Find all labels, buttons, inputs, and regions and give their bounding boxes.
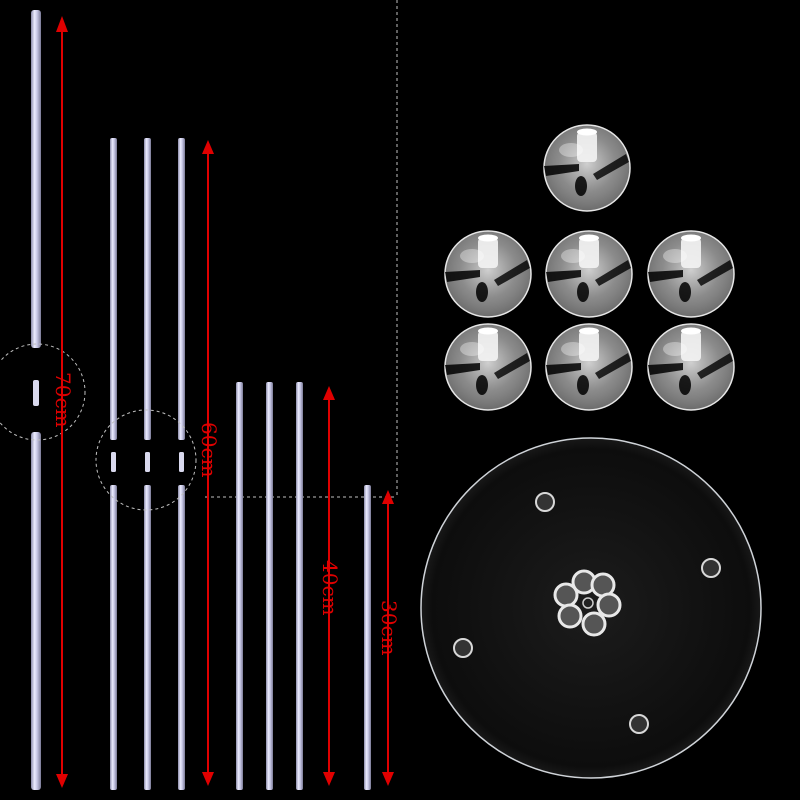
balloon-cup-icon [647, 323, 735, 411]
arrow-60cm [202, 140, 214, 786]
label-40cm: 40cm [318, 560, 342, 616]
rod-30cm [364, 485, 371, 790]
balloon-cups [444, 124, 735, 411]
balloon-cup-icon [543, 124, 631, 212]
arrow-40cm [323, 386, 335, 786]
base-plate [420, 437, 762, 779]
label-60cm: 60cm [197, 422, 221, 478]
label-70cm: 70cm [51, 372, 75, 428]
arrow-70cm [56, 16, 68, 788]
label-30cm: 30cm [377, 600, 401, 656]
arrow-30cm [382, 490, 394, 786]
balloon-cup-icon [444, 230, 532, 318]
connector-detail-circle [0, 343, 86, 441]
center-socket [553, 569, 622, 637]
rod-70cm [0, 10, 86, 790]
rods-60cm [95, 138, 197, 790]
balloon-cup-icon [545, 323, 633, 411]
balloon-cup-icon [444, 323, 532, 411]
balloon-cup-icon [647, 230, 735, 318]
rod-connector-icon [33, 380, 39, 406]
round-clear-base-plate-icon [420, 437, 762, 779]
balloon-cup-icon [545, 230, 633, 318]
rods-40cm [236, 382, 303, 790]
